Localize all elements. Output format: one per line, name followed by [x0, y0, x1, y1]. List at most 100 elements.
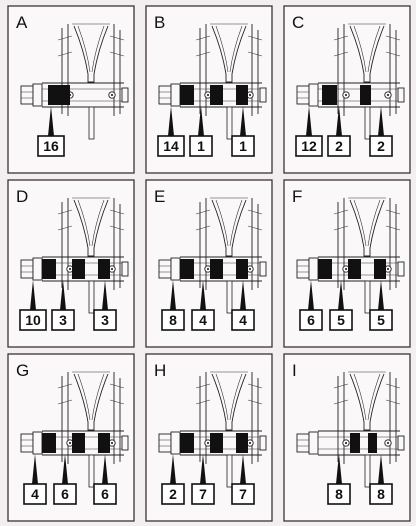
callout-pointer — [338, 280, 344, 310]
quantity-label: 1 — [239, 138, 247, 154]
callout-pointer — [378, 106, 384, 136]
quantity-box — [161, 309, 185, 331]
quantity-box — [369, 309, 393, 331]
swing-arm-tube — [364, 106, 371, 140]
panel-letter: E — [154, 187, 165, 206]
panel-g: G 4 6 6 — [7, 353, 135, 522]
panel-letter: A — [16, 13, 28, 32]
spacer-block — [180, 433, 194, 453]
swing-arm-tube — [88, 280, 95, 314]
callout-pointer — [336, 106, 342, 136]
axle-assembly — [296, 371, 405, 488]
spacer-block — [368, 433, 377, 453]
panel-letter: I — [292, 361, 297, 380]
axle-assembly — [20, 197, 129, 314]
callout-pointer — [170, 280, 176, 310]
callout-pointer — [168, 106, 174, 136]
spacer-block — [42, 259, 56, 279]
quantity-label: 1 — [197, 138, 205, 154]
hub-nut — [158, 259, 172, 279]
spacer-block — [180, 259, 194, 279]
callout-pointer — [170, 454, 176, 484]
callout-pointer — [102, 280, 108, 310]
swing-arm-tube — [88, 106, 95, 140]
quantity-box — [157, 135, 185, 157]
spacer-block — [350, 433, 360, 453]
quantity-box — [295, 135, 323, 157]
spacer-block — [72, 433, 85, 453]
spacer-block — [210, 85, 223, 105]
spacer-block — [180, 85, 194, 105]
quantity-box — [191, 309, 215, 331]
hub-nut — [296, 433, 310, 453]
hub-nut — [296, 259, 310, 279]
callout-pointer — [48, 106, 54, 136]
quantity-box — [369, 135, 393, 157]
callout-pointer — [60, 280, 66, 310]
quantity-label: 4 — [199, 312, 207, 328]
quantity-box — [51, 309, 75, 331]
spacer-block — [236, 85, 248, 105]
quantity-box — [93, 309, 117, 331]
callout-pointer — [102, 454, 108, 484]
quantity-box — [53, 483, 77, 505]
spacer-block — [348, 259, 361, 279]
callout-pointer — [62, 454, 68, 484]
axle-assembly — [158, 23, 267, 140]
hub-nut — [20, 85, 34, 105]
quantity-box — [231, 309, 255, 331]
callout-pointer — [30, 280, 36, 310]
quantity-box — [191, 483, 215, 505]
axle-assembly — [296, 197, 405, 314]
hub-nut — [296, 85, 310, 105]
quantity-label: 7 — [199, 486, 207, 502]
quantity-box — [299, 309, 323, 331]
panel-letter: B — [154, 13, 165, 32]
callout-pointer — [198, 106, 204, 136]
panel-e: E 8 4 4 — [145, 179, 273, 348]
quantity-label: 16 — [43, 138, 59, 154]
quantity-label: 6 — [61, 486, 69, 502]
swing-arm-tube — [88, 454, 95, 488]
callout-pointer — [200, 454, 206, 484]
panel-letter: G — [16, 361, 29, 380]
spacer-block — [360, 85, 371, 105]
spacer-block — [322, 85, 337, 105]
quantity-box — [189, 135, 213, 157]
spacer-block — [318, 259, 332, 279]
quantity-label: 6 — [101, 486, 109, 502]
panel-f: F 6 5 5 — [283, 179, 411, 348]
quantity-label: 6 — [307, 312, 315, 328]
quantity-label: 8 — [169, 312, 177, 328]
callout-pointer — [378, 454, 384, 484]
quantity-label: 5 — [377, 312, 385, 328]
spacer-block — [98, 259, 110, 279]
quantity-label: 2 — [335, 138, 343, 154]
axle-assembly — [158, 197, 267, 314]
quantity-label: 4 — [31, 486, 39, 502]
quantity-box — [327, 135, 351, 157]
spacer-block — [374, 259, 386, 279]
panel-letter: D — [16, 187, 28, 206]
swing-arm-tube — [364, 280, 371, 314]
quantity-box — [19, 309, 47, 331]
quantity-label: 3 — [59, 312, 67, 328]
callout-pointer — [240, 454, 246, 484]
panel-a: A 16 — [7, 5, 135, 174]
callout-pointer — [240, 106, 246, 136]
quantity-label: 3 — [101, 312, 109, 328]
quantity-label: 8 — [377, 486, 385, 502]
callout-pointer — [32, 454, 38, 484]
quantity-label: 12 — [301, 138, 317, 154]
quantity-label: 5 — [337, 312, 345, 328]
quantity-box — [231, 483, 255, 505]
quantity-label: 2 — [169, 486, 177, 502]
swing-arm-tube — [226, 106, 233, 140]
quantity-box — [37, 135, 65, 157]
panel-letter: F — [292, 187, 302, 206]
spacer-block — [210, 433, 223, 453]
swing-arm-tube — [226, 280, 233, 314]
quantity-label: 4 — [239, 312, 247, 328]
